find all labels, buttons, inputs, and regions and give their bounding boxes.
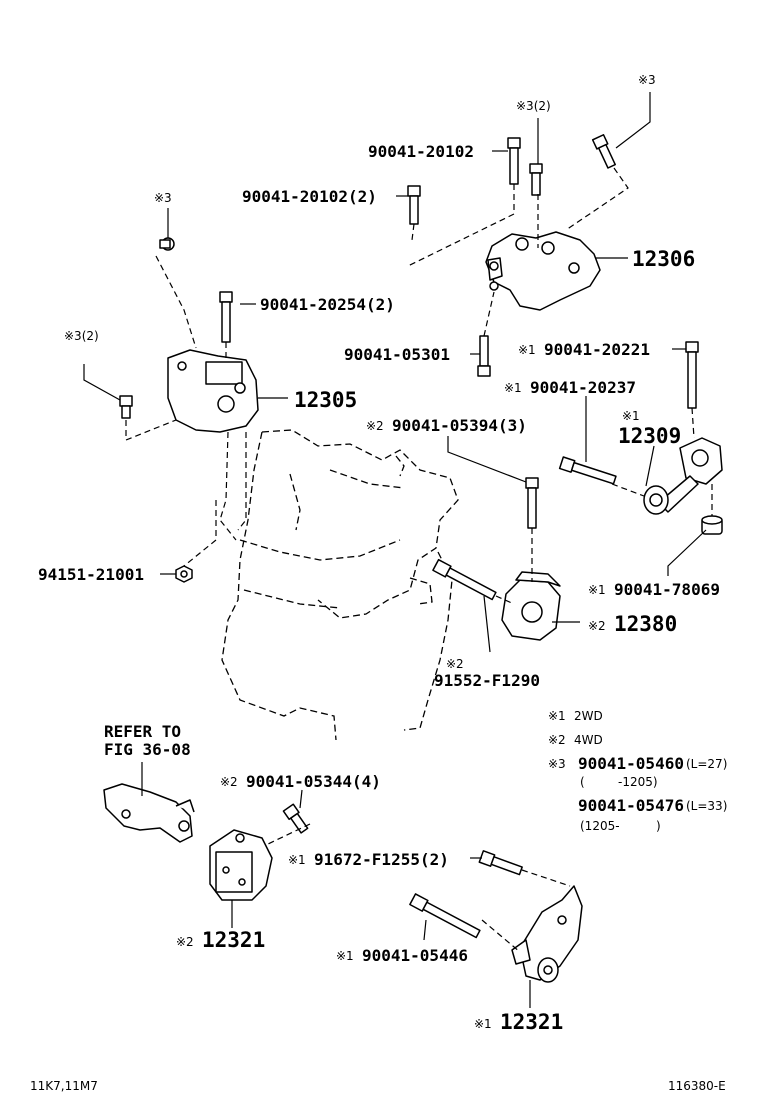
legend-note1: 2WD [574, 709, 603, 723]
bolt-90041-20254 [219, 291, 233, 343]
legend-note3-range2-close: ) [656, 819, 661, 833]
legend-note2-mark: ※2 [548, 733, 566, 747]
label-mark-left-mid: ※3(2) [64, 329, 99, 343]
label-mark-12321-b: ※1 [474, 1017, 492, 1031]
bolt-90041-20102-a [507, 137, 521, 185]
label-94151-21001: 94151-21001 [38, 565, 144, 584]
label-90041-05394: 90041-05394(3) [392, 416, 527, 435]
label-90041-20221: 90041-20221 [544, 340, 650, 359]
engine-outline [221, 429, 459, 741]
refer-fig-bracket [103, 783, 195, 843]
bolt-mark3-top-right [591, 134, 616, 169]
label-mark-top-right: ※3 [638, 73, 656, 87]
legend-note3-mark: ※3 [548, 757, 566, 771]
legend-note1-mark: ※1 [548, 709, 566, 723]
part-12380-mount [501, 571, 561, 641]
label-part-12321-a: 12321 [202, 928, 265, 952]
label-part-12321-b: 12321 [500, 1010, 563, 1034]
legend-note3-part1-len: (L=27) [686, 757, 727, 771]
nut-90041-78069 [701, 515, 723, 535]
label-mark-f1255: ※1 [288, 853, 306, 867]
legend-note3-range2: (1205- [580, 819, 620, 833]
label-91552-f1290: 91552-F1290 [434, 671, 540, 690]
label-mark-20221: ※1 [518, 343, 536, 357]
label-90041-20237: 90041-20237 [530, 378, 636, 397]
part-labels: ※3 ※3(2) 90041-20102 90041-20102(2) ※3 1… [38, 73, 720, 1034]
label-mark-05446: ※1 [336, 949, 354, 963]
label-part-12305: 12305 [294, 388, 357, 412]
label-90041-20254: 90041-20254(2) [260, 295, 395, 314]
bolt-91552-f1290 [432, 558, 497, 601]
legend-note3-part1: 90041-05460 [578, 754, 684, 773]
bolts [119, 134, 723, 939]
footer-figure-code: 116380-E [668, 1079, 726, 1093]
label-part-12380: 12380 [614, 612, 677, 636]
bolt-90041-05394 [525, 477, 539, 529]
label-mark-91552: ※2 [446, 657, 464, 671]
bolt-mark3-left-top [159, 237, 175, 251]
part-12321-right-bracket [511, 885, 583, 983]
label-mark-20237: ※1 [504, 381, 522, 395]
legend-note3-part2-len: (L=33) [686, 799, 727, 813]
label-mark-left-top: ※3 [154, 191, 172, 205]
legend-note3-range1: -1205) [618, 775, 658, 789]
legend-note3-range1-open: ( [580, 775, 585, 789]
label-part-12306: 12306 [632, 247, 695, 271]
footer: 11K7,11M7 116380-E [30, 1079, 726, 1093]
label-90041-05301: 90041-05301 [344, 345, 450, 364]
bolt-90041-20102-b [407, 185, 421, 225]
label-90041-05446: 90041-05446 [362, 946, 468, 965]
label-mark-top-mid: ※3(2) [516, 99, 551, 113]
label-mark-05394: ※2 [366, 419, 384, 433]
bolt-90041-05344 [282, 803, 309, 834]
nut-94151-21001 [175, 565, 193, 583]
label-part-12309: 12309 [618, 424, 681, 448]
bolt-90041-05446 [409, 893, 481, 939]
label-mark-12321-a: ※2 [176, 935, 194, 949]
leader-lines [83, 92, 713, 1008]
part-12309-rod [643, 437, 723, 515]
label-mark-12309: ※1 [622, 409, 640, 423]
bolt-mark3-top-mid [529, 163, 543, 196]
legend-note3-part2: 90041-05476 [578, 796, 684, 815]
bolt-90041-05301 [477, 335, 491, 377]
part-12321-left-bracket [209, 829, 273, 901]
label-refer-line2: FIG 36-08 [104, 740, 191, 759]
legend-notes: ※1 2WD ※2 4WD ※3 90041-05460 (L=27) ( -1… [548, 709, 727, 833]
label-mark-12380: ※2 [588, 619, 606, 633]
bolt-mark3-left-mid [119, 395, 133, 419]
label-90041-20102-b: 90041-20102(2) [242, 187, 377, 206]
label-90041-20102-a: 90041-20102 [368, 142, 474, 161]
footer-model-codes: 11K7,11M7 [30, 1079, 98, 1093]
label-91672-f1255: 91672-F1255(2) [314, 850, 449, 869]
bolt-90041-20237 [558, 456, 617, 485]
label-90041-78069: 90041-78069 [614, 580, 720, 599]
label-refer-line1: REFER TO [104, 722, 181, 741]
part-12306-bracket [485, 231, 601, 311]
legend-note2: 4WD [574, 733, 603, 747]
label-mark-78069: ※1 [588, 583, 606, 597]
part-12305-mount [167, 349, 259, 433]
label-90041-05344: 90041-05344(4) [246, 772, 381, 791]
label-mark-05344: ※2 [220, 775, 238, 789]
bolt-90041-20221 [685, 341, 699, 409]
bolt-91672-f1255 [478, 850, 523, 876]
